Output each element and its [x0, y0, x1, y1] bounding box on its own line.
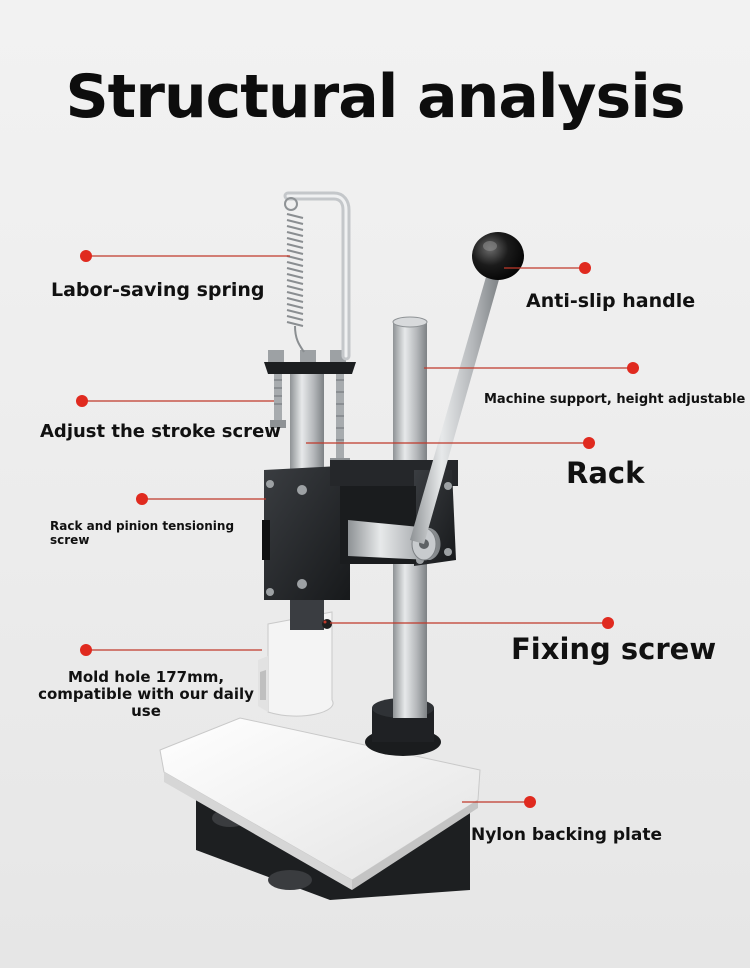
label-labor-saving-spring: Labor-saving spring [51, 279, 265, 301]
callout-dots [76, 250, 639, 808]
label-fixing-screw: Fixing screw [511, 632, 717, 666]
label-machine-support: Machine support, height adjustable [484, 392, 746, 407]
mold-block [258, 611, 334, 717]
callout-dot [579, 262, 591, 274]
callout-dot [76, 395, 88, 407]
label-anti-slip-handle: Anti-slip handle [526, 290, 696, 312]
label-mold-hole: Mold hole 177mm, compatible with our dai… [38, 668, 254, 720]
labor-saving-spring [283, 191, 351, 361]
label-nylon-backing-plate: Nylon backing plate [471, 825, 663, 845]
callout-dot [602, 617, 614, 629]
column-foot [365, 698, 441, 756]
label-rack: Rack [566, 456, 645, 490]
callout-dot [524, 796, 536, 808]
label-adjust-stroke-screw: Adjust the stroke screw [40, 421, 281, 442]
page-title: Structural analysis [65, 62, 685, 132]
callout-dot [583, 437, 595, 449]
callout-dot [80, 250, 92, 262]
top-cross-plate [264, 350, 356, 374]
callout-dot [80, 644, 92, 656]
anti-slip-handle [410, 232, 524, 544]
callout-dot [627, 362, 639, 374]
label-rack-pinion-tensioning-screw: Rack and pinion tensioning screw [50, 519, 235, 547]
nylon-backing-plate [159, 717, 481, 890]
callout-lines [82, 255, 633, 803]
callout-dot [136, 493, 148, 505]
